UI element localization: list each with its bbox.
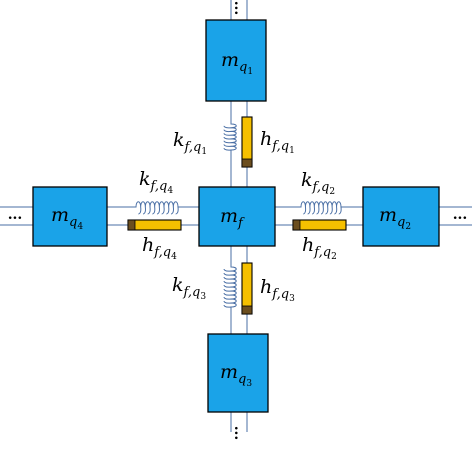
damper-bottom [241,262,253,315]
continuation-bottom: ... [231,426,247,441]
mass-center [198,186,276,247]
continuation-top: ... [231,1,247,16]
continuation-markers: ... ... ... ... [8,1,468,441]
damper-labels: hf,q1 hf,q4 hf,q2 hf,q3 [142,128,337,304]
spring-left [132,199,182,215]
damper-label-right: hf,q2 [302,234,337,262]
mass-label-center: mf [220,205,245,231]
spring-label-bottom: kf,q3 [172,274,206,302]
damper-label-bottom: hf,q3 [260,276,295,304]
mass-top [205,19,267,102]
mass-label-top: mq1 [221,49,253,77]
spring-label-right: kf,q2 [301,169,335,197]
spring-top [222,120,240,154]
damper-top [241,116,253,168]
mass-label-left: mq4 [51,204,83,232]
damper-label-left: hf,q4 [142,234,177,262]
mass-label-bottom: mq3 [220,361,252,389]
mass-left [32,186,108,247]
continuation-left: ... [8,207,23,223]
damper-left [127,219,182,231]
spring-right [297,199,345,215]
spring-label-top: kf,q1 [173,129,207,157]
mass-label-right: mq2 [379,204,411,232]
spring-labels: kf,q1 kf,q4 kf,q2 kf,q3 [139,129,335,302]
damper-label-top: hf,q1 [260,128,295,156]
mass-right [362,186,440,247]
dampers [127,116,347,315]
continuation-right: ... [453,207,468,223]
spring-bottom [222,263,240,311]
springs [132,120,345,311]
spring-label-left: kf,q4 [139,168,173,196]
mass-labels: mq1 mf mq4 mq2 mq3 [51,49,411,389]
masses [32,19,440,413]
damper-right [292,219,347,231]
mass-bottom [207,333,269,413]
